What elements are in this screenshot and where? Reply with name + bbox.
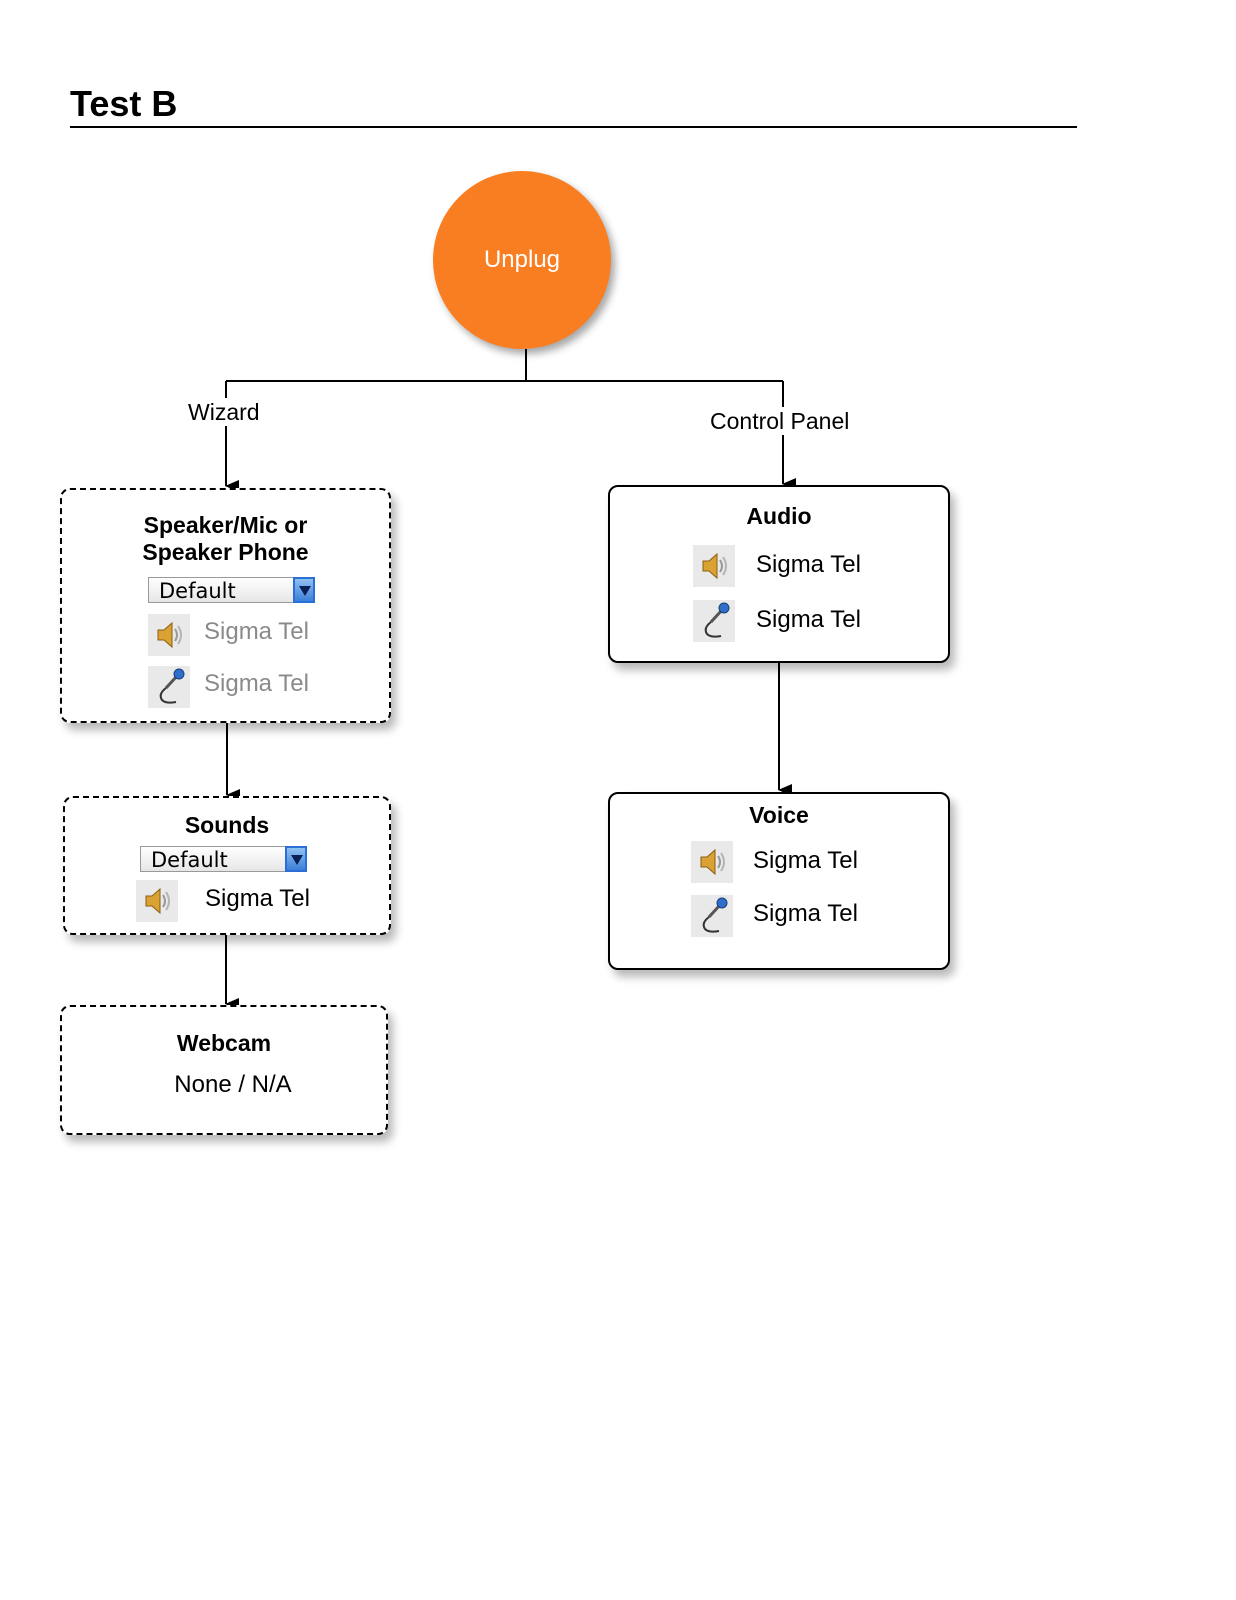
page-title: Test B xyxy=(70,83,178,124)
unplug-label: Unplug xyxy=(483,246,561,273)
speaker-icon xyxy=(691,841,733,883)
webcam-title: Webcam xyxy=(176,1030,272,1056)
sounds-title: Sounds xyxy=(184,812,270,838)
mic-device-label: Sigma Tel xyxy=(204,670,309,697)
edge-label-wizard: Wizard xyxy=(186,398,262,426)
speaker-device-label: Sigma Tel xyxy=(205,885,310,912)
webcam-value: None / N/A xyxy=(174,1071,292,1098)
speaker-icon xyxy=(148,614,190,656)
webcam-box: Webcam None / N/A xyxy=(60,1005,388,1135)
speaker-icon xyxy=(136,880,178,922)
audio-title: Audio xyxy=(746,503,812,529)
voice-title: Voice xyxy=(749,802,809,828)
chevron-down-icon[interactable] xyxy=(285,846,307,872)
speaker-device-label: Sigma Tel xyxy=(753,847,858,874)
sounds-box: Sounds Default Sigma Tel xyxy=(63,796,391,935)
speaker-icon xyxy=(693,545,735,587)
speaker-mic-title-line2: Speaker Phone xyxy=(142,539,309,565)
mic-device-label: Sigma Tel xyxy=(753,900,858,927)
voice-box: Voice Sigma Tel Sigma Tel xyxy=(608,792,950,970)
microphone-icon xyxy=(148,666,190,708)
speaker-mic-title-line1: Speaker/Mic or xyxy=(143,512,308,538)
speaker-device-label: Sigma Tel xyxy=(204,618,309,645)
sounds-dropdown[interactable]: Default xyxy=(140,846,307,872)
speaker-mic-dropdown[interactable]: Default xyxy=(148,577,315,603)
dropdown-value: Default xyxy=(151,848,228,872)
edge-label-control-panel: Control Panel xyxy=(708,407,852,435)
mic-device-label: Sigma Tel xyxy=(756,606,861,633)
microphone-icon xyxy=(693,600,735,642)
dropdown-value: Default xyxy=(159,579,236,603)
unplug-node: Unplug xyxy=(433,171,611,349)
microphone-icon xyxy=(691,895,733,937)
chevron-down-icon[interactable] xyxy=(293,577,315,603)
title-rule xyxy=(70,126,1077,128)
speaker-device-label: Sigma Tel xyxy=(756,551,861,578)
speaker-mic-box: Speaker/Mic or Speaker Phone Default Sig… xyxy=(60,488,391,723)
audio-box: Audio Sigma Tel Sigma Tel xyxy=(608,485,950,663)
